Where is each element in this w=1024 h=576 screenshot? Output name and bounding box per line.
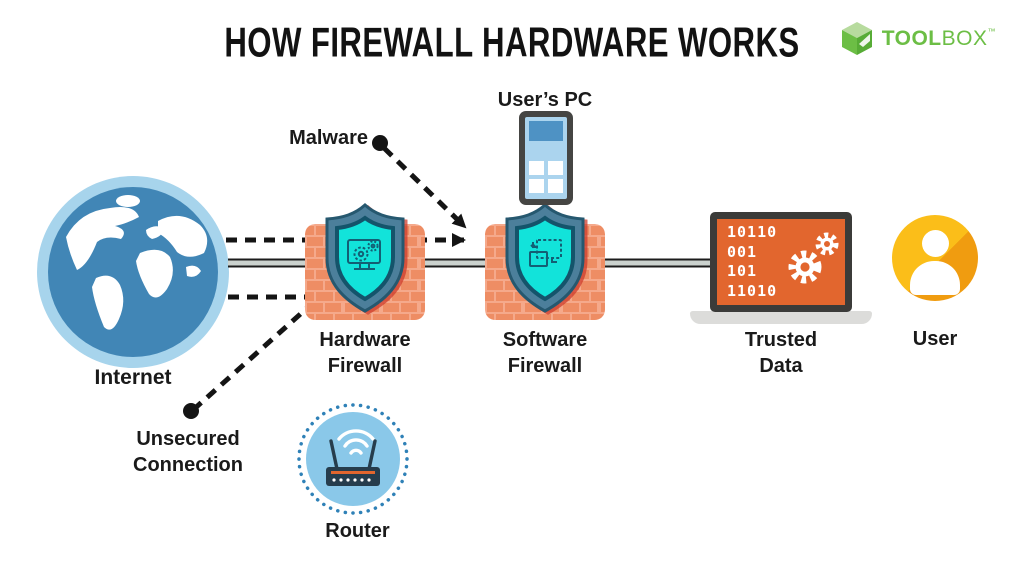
brand-tm: ™: [987, 26, 996, 36]
brand-box: BOX: [941, 26, 988, 50]
avatar-head: [922, 230, 949, 257]
laptop-screen: 10110 001 101 11010: [717, 219, 845, 305]
brand-tool: TOOL: [881, 26, 942, 50]
user-avatar-icon: [892, 215, 978, 301]
unsecured-dot: [183, 403, 199, 419]
user-label: User: [912, 328, 958, 350]
unsecured-connection-label: Unsecured Connection: [133, 428, 243, 476]
internet-globe-icon: [37, 176, 229, 368]
users-pc-icon: [519, 111, 573, 205]
users-pc-label: User’s PC: [497, 89, 593, 111]
trusted-data-label: Trusted Data: [744, 329, 818, 377]
trusted-data-laptop-icon: 10110 001 101 11010: [710, 212, 852, 312]
internet-label: Internet: [94, 366, 172, 389]
pc-screen-tiles: [529, 161, 563, 193]
malware-dot: [372, 135, 388, 151]
toolbox-cube-icon: [841, 22, 872, 55]
software-firewall-shield-icon: [505, 202, 585, 313]
malware-label: Malware: [289, 127, 368, 149]
pc-screen-header: [529, 121, 563, 141]
brand-wordmark: TOOLBOX™: [882, 27, 996, 51]
avatar-torso: [910, 261, 960, 295]
router-label: Router: [325, 520, 390, 542]
laptop-base: [690, 311, 872, 324]
hardware-firewall-shield-icon: [325, 202, 405, 313]
unsecured-line: [191, 299, 317, 412]
page-title: HOW FIREWALL HARDWARE WORKS: [224, 20, 800, 67]
hardware-firewall-label: Hardware Firewall: [319, 329, 411, 377]
binary-code-text: 10110 001 101 11010: [727, 223, 778, 300]
router-icon: [297, 403, 409, 515]
brand-logo: TOOLBOX™: [839, 20, 996, 57]
gears-icon: [788, 232, 839, 284]
software-firewall-label: Software Firewall: [502, 329, 588, 377]
